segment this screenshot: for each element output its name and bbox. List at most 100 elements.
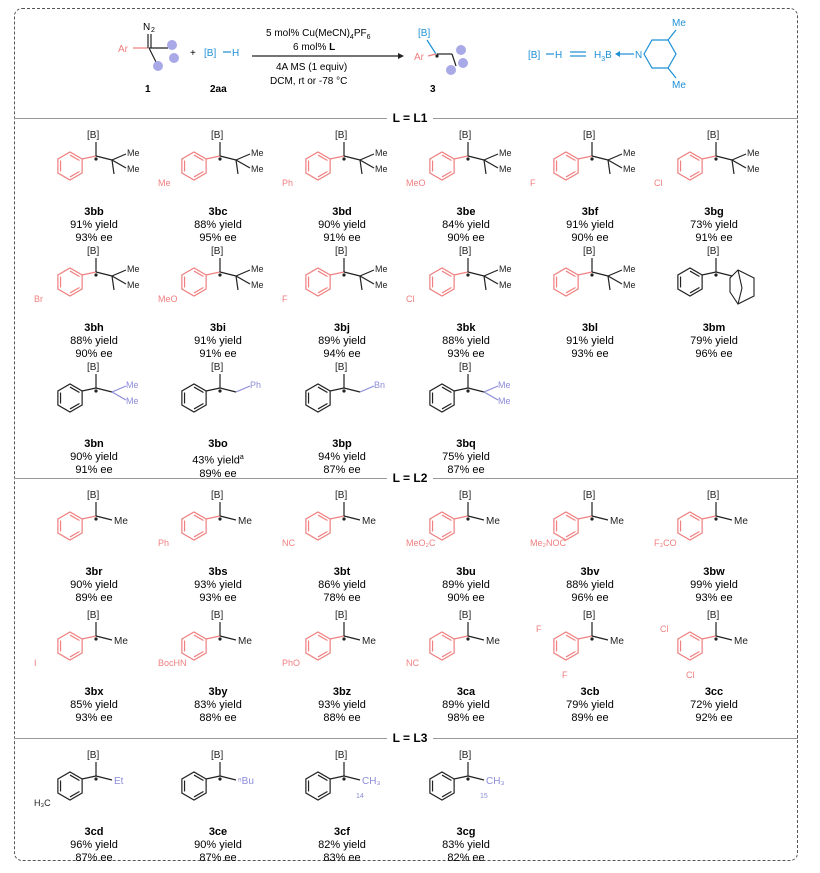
- boron-label: [B]: [87, 610, 99, 621]
- substituent-label: H₃C: [34, 798, 51, 808]
- svg-text:DCM, rt or -78 °C: DCM, rt or -78 °C: [270, 76, 347, 87]
- benzene-ring: [181, 383, 207, 413]
- yield-value: 90% yield: [70, 579, 118, 591]
- substituent-label: F₃CO: [654, 538, 677, 548]
- stereocenter-dot: [218, 777, 222, 781]
- ee-value: 87% ee: [323, 464, 361, 476]
- benzene-ring: [305, 151, 331, 181]
- yield-value: 84% yield: [442, 219, 490, 231]
- yield-value: 75% yield: [442, 451, 490, 463]
- substituent-label: NC: [282, 538, 295, 548]
- benzene-ring: [429, 631, 455, 661]
- svg-text:Me: Me: [672, 80, 686, 91]
- stereocenter-dot: [342, 389, 346, 393]
- benzene-ring: [57, 151, 83, 181]
- yield-value: 73% yield: [690, 219, 738, 231]
- stereocenter-dot: [466, 389, 470, 393]
- methyl-label: Me: [623, 148, 636, 158]
- svg-text:[B]: [B]: [528, 50, 540, 61]
- boron-label: [B]: [335, 362, 347, 373]
- stereocenter-dot: [94, 389, 98, 393]
- ee-value: 93% ee: [571, 348, 609, 360]
- methyl-label: Me: [375, 164, 388, 174]
- benzene-ring: [429, 771, 455, 801]
- borane-legend: [B] H H3B N Me Me: [528, 18, 686, 91]
- substituent-label: Ph: [158, 538, 169, 548]
- substituent-label: F: [536, 624, 542, 634]
- boron-label: [B]: [459, 490, 471, 501]
- ee-value: 94% ee: [323, 348, 361, 360]
- compound-id: 3bj: [334, 322, 350, 334]
- borane-reagent: [B] H 2aa: [204, 48, 239, 95]
- methyl-label: Me: [747, 148, 760, 158]
- compound-id: 3bq: [456, 438, 476, 450]
- benzene-ring: [429, 267, 455, 297]
- compound-id: 3bw: [703, 566, 725, 578]
- ee-value: 93% ee: [447, 348, 485, 360]
- ee-value: 83% ee: [323, 852, 361, 864]
- compound-id: 3ce: [208, 826, 228, 838]
- benzene-ring: [677, 511, 703, 541]
- alkyl-label: CH₃: [486, 776, 505, 787]
- boron-label: [B]: [707, 490, 719, 501]
- benzene-ring: [553, 511, 579, 541]
- alkyl-label: Me: [498, 380, 511, 390]
- scheme-frame: [14, 8, 798, 861]
- ee-value: 93% ee: [199, 592, 237, 604]
- ee-value: 89% ee: [199, 467, 237, 480]
- stereocenter-dot: [94, 637, 98, 641]
- compound-id: 3by: [208, 686, 228, 698]
- svg-text:[B]: [B]: [204, 48, 216, 59]
- methyl-label: Me: [251, 264, 264, 274]
- alkyl-label: Me: [114, 516, 128, 527]
- adamantane-cage: [729, 269, 755, 305]
- compound-id: 3bv: [580, 566, 600, 578]
- ee-value: 93% ee: [75, 232, 113, 244]
- yield-value: 93% yield: [318, 699, 366, 711]
- methyl-label: Me: [375, 280, 388, 290]
- stereocenter-dot: [342, 273, 346, 277]
- yield-value: 90% yield: [194, 839, 242, 851]
- stereocenter-dot: [218, 389, 222, 393]
- stereocenter-dot: [218, 517, 222, 521]
- alkyl-label: Me: [362, 516, 376, 527]
- svg-text:6 mol% L: 6 mol% L: [293, 42, 335, 53]
- boron-label: [B]: [87, 362, 99, 373]
- boron-label: [B]: [707, 610, 719, 621]
- ee-value: 78% ee: [323, 592, 361, 604]
- stereocenter-dot: [466, 273, 470, 277]
- methyl-label: Me: [251, 148, 264, 158]
- stereocenter-dot: [590, 273, 594, 277]
- ee-value: 88% ee: [323, 712, 361, 724]
- boron-label: [B]: [335, 490, 347, 501]
- alkyl-label: Et: [114, 776, 124, 787]
- ee-value: 90% ee: [571, 232, 609, 244]
- yield-value: 89% yield: [442, 579, 490, 591]
- ee-value: 93% ee: [75, 712, 113, 724]
- boron-label: [B]: [87, 750, 99, 761]
- stereocenter-dot: [714, 517, 718, 521]
- ee-value: 91% ee: [695, 232, 733, 244]
